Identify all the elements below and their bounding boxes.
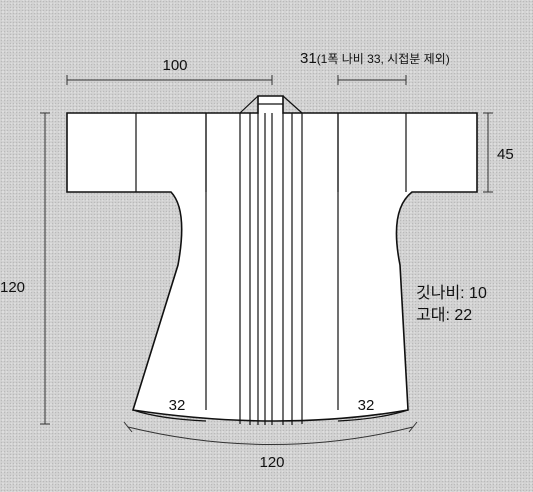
label-cuff-paren: (1폭 나비 33, 시접분 제외)	[317, 52, 450, 66]
label-sleeve-height: 45	[497, 146, 514, 163]
note-collar-width: 깃나비: 10	[416, 284, 487, 302]
right-gusset-curve	[337, 409, 409, 422]
note-collar-top: 고대: 22	[416, 306, 472, 324]
label-total-length: 120	[0, 279, 25, 296]
dim-hem-width	[123, 421, 418, 445]
label-gusset-left: 32	[169, 397, 186, 414]
label-hem-width: 120	[259, 454, 284, 471]
collar-lines	[239, 95, 303, 425]
left-gusset-curve	[132, 409, 207, 422]
dim-sleeve-width	[66, 75, 273, 85]
label-sleeve-width: 100	[162, 57, 187, 74]
label-cuff-value: 31	[300, 50, 317, 67]
label-cuff-note: 31(1폭 나비 33, 시접분 제외)	[300, 50, 450, 67]
dim-total-length	[40, 112, 50, 425]
label-gusset-right: 32	[358, 397, 375, 414]
dim-cuff-width	[337, 75, 407, 85]
dim-sleeve-height	[483, 112, 493, 193]
